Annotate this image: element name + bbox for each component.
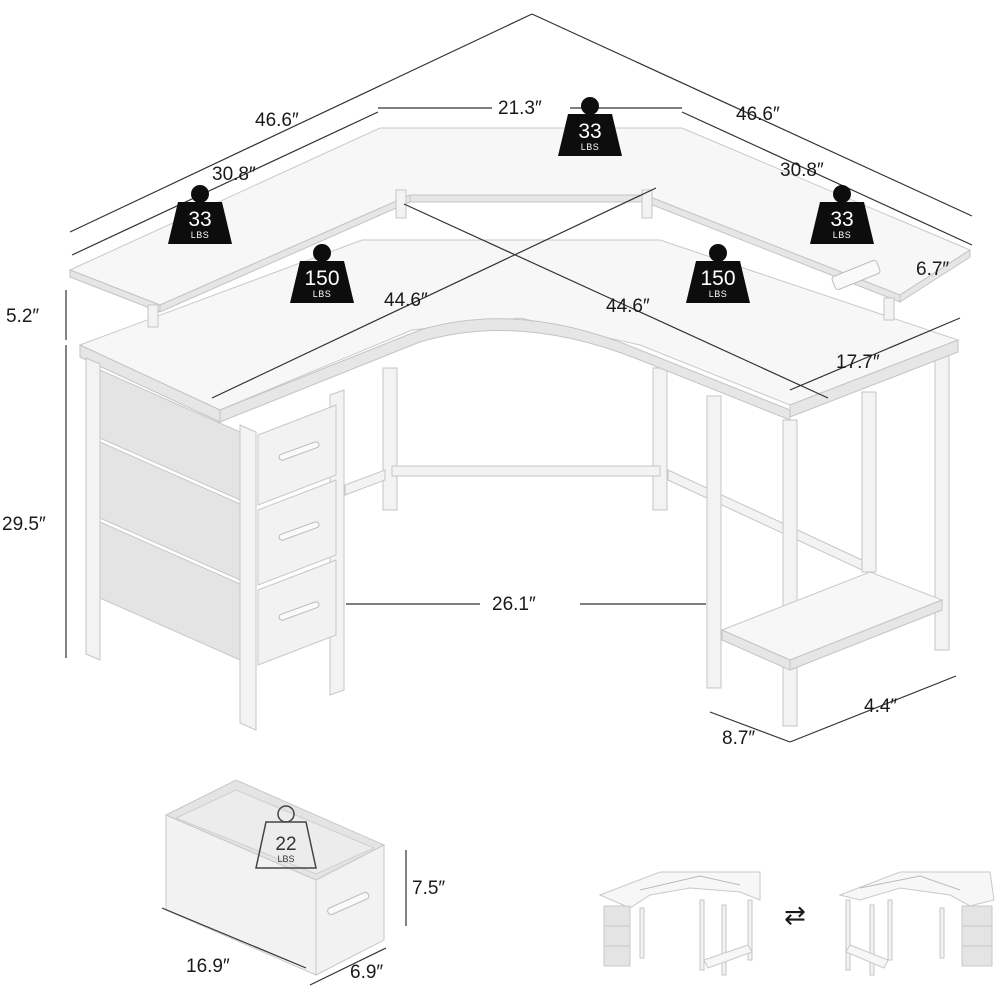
dimension-label: 4.4″ [864,696,897,717]
weight-badge-shelf-center: 33 LBS [558,97,622,156]
drawer-handle [278,521,320,541]
desk-left-edge [79,344,221,423]
swap-arrows-icon: ⇄ [784,901,806,931]
weight-value: 150 [304,267,339,290]
drawer-handle [278,441,320,461]
dimension-label: 46.6″ [255,110,299,131]
weight-value: 33 [578,120,601,143]
drawer-handle [327,891,370,916]
fabric-drawer [99,521,241,661]
dimension-label: 44.6″ [384,290,428,311]
desk-leg [652,367,668,511]
weight-value: 22 [275,834,296,855]
fabric-drawer-detail: 22 LBS 7.5″ 16.9″ 6.9″ [161,779,445,986]
weight-unit: LBS [191,230,210,240]
dimension-label: 5.2″ [6,306,39,327]
reversible-layout-thumbnail-right [838,871,995,976]
dimension-label: 7.5″ [412,878,445,899]
weight-unit: LBS [313,289,332,299]
dimension-label: 6.7″ [916,259,949,280]
dimension-lines [65,13,973,743]
power-outlet-strip [831,259,881,291]
shelf-support [395,189,407,219]
dimension-label: 30.8″ [780,160,824,181]
dimension-label: 8.7″ [722,728,755,749]
dimension-label: 30.8″ [212,164,256,185]
weight-badge-shelf-left: 33 LBS [168,185,232,244]
drawer-handle [278,601,320,621]
desk-stretcher [391,465,661,477]
dimension-label: 16.9″ [186,956,230,977]
desk-stretcher [667,469,863,571]
desk-leg [382,367,398,511]
dimension-label: 29.5″ [2,514,46,535]
desk-leg [706,395,722,689]
weight-value: 150 [700,267,735,290]
shelf-support [883,297,895,321]
desk-leg [85,357,101,661]
bottom-storage-shelf-edge [789,599,943,671]
reversible-layout-thumbnail-left [598,871,761,976]
desk-leg [861,391,877,573]
fabric-drawer [99,441,241,581]
shelf-support [641,189,653,219]
dimension-label: 46.6″ [736,104,780,125]
weight-value: 33 [188,208,211,231]
shelf-support [147,304,159,328]
weight-unit: LBS [277,854,294,864]
weight-badge-desk-right: 150 LBS [686,244,750,303]
desk-stretcher [344,469,386,496]
dimension-label: 17.7″ [836,352,880,373]
drawer-side-panel [315,844,385,976]
weight-badge-shelf-right: 33 LBS [810,185,874,244]
weight-value: 33 [830,208,853,231]
monitor-shelf-edge [899,249,971,303]
desk-leg [239,424,257,731]
dimension-label: 44.6″ [606,296,650,317]
fabric-drawer [99,369,241,501]
dimension-label: 21.3″ [498,98,542,119]
weight-badge-desk-left: 150 LBS [290,244,354,303]
monitor-shelf-edge [409,194,646,203]
weight-unit: LBS [833,230,852,240]
desk-leg [782,419,798,727]
weight-badge-drawer: 22 LBS [255,805,317,869]
desk-right-edge [789,339,959,418]
weight-unit: LBS [709,289,728,299]
weight-unit: LBS [581,142,600,152]
dimension-label: 26.1″ [492,594,536,615]
dimension-label: 6.9″ [350,962,383,983]
